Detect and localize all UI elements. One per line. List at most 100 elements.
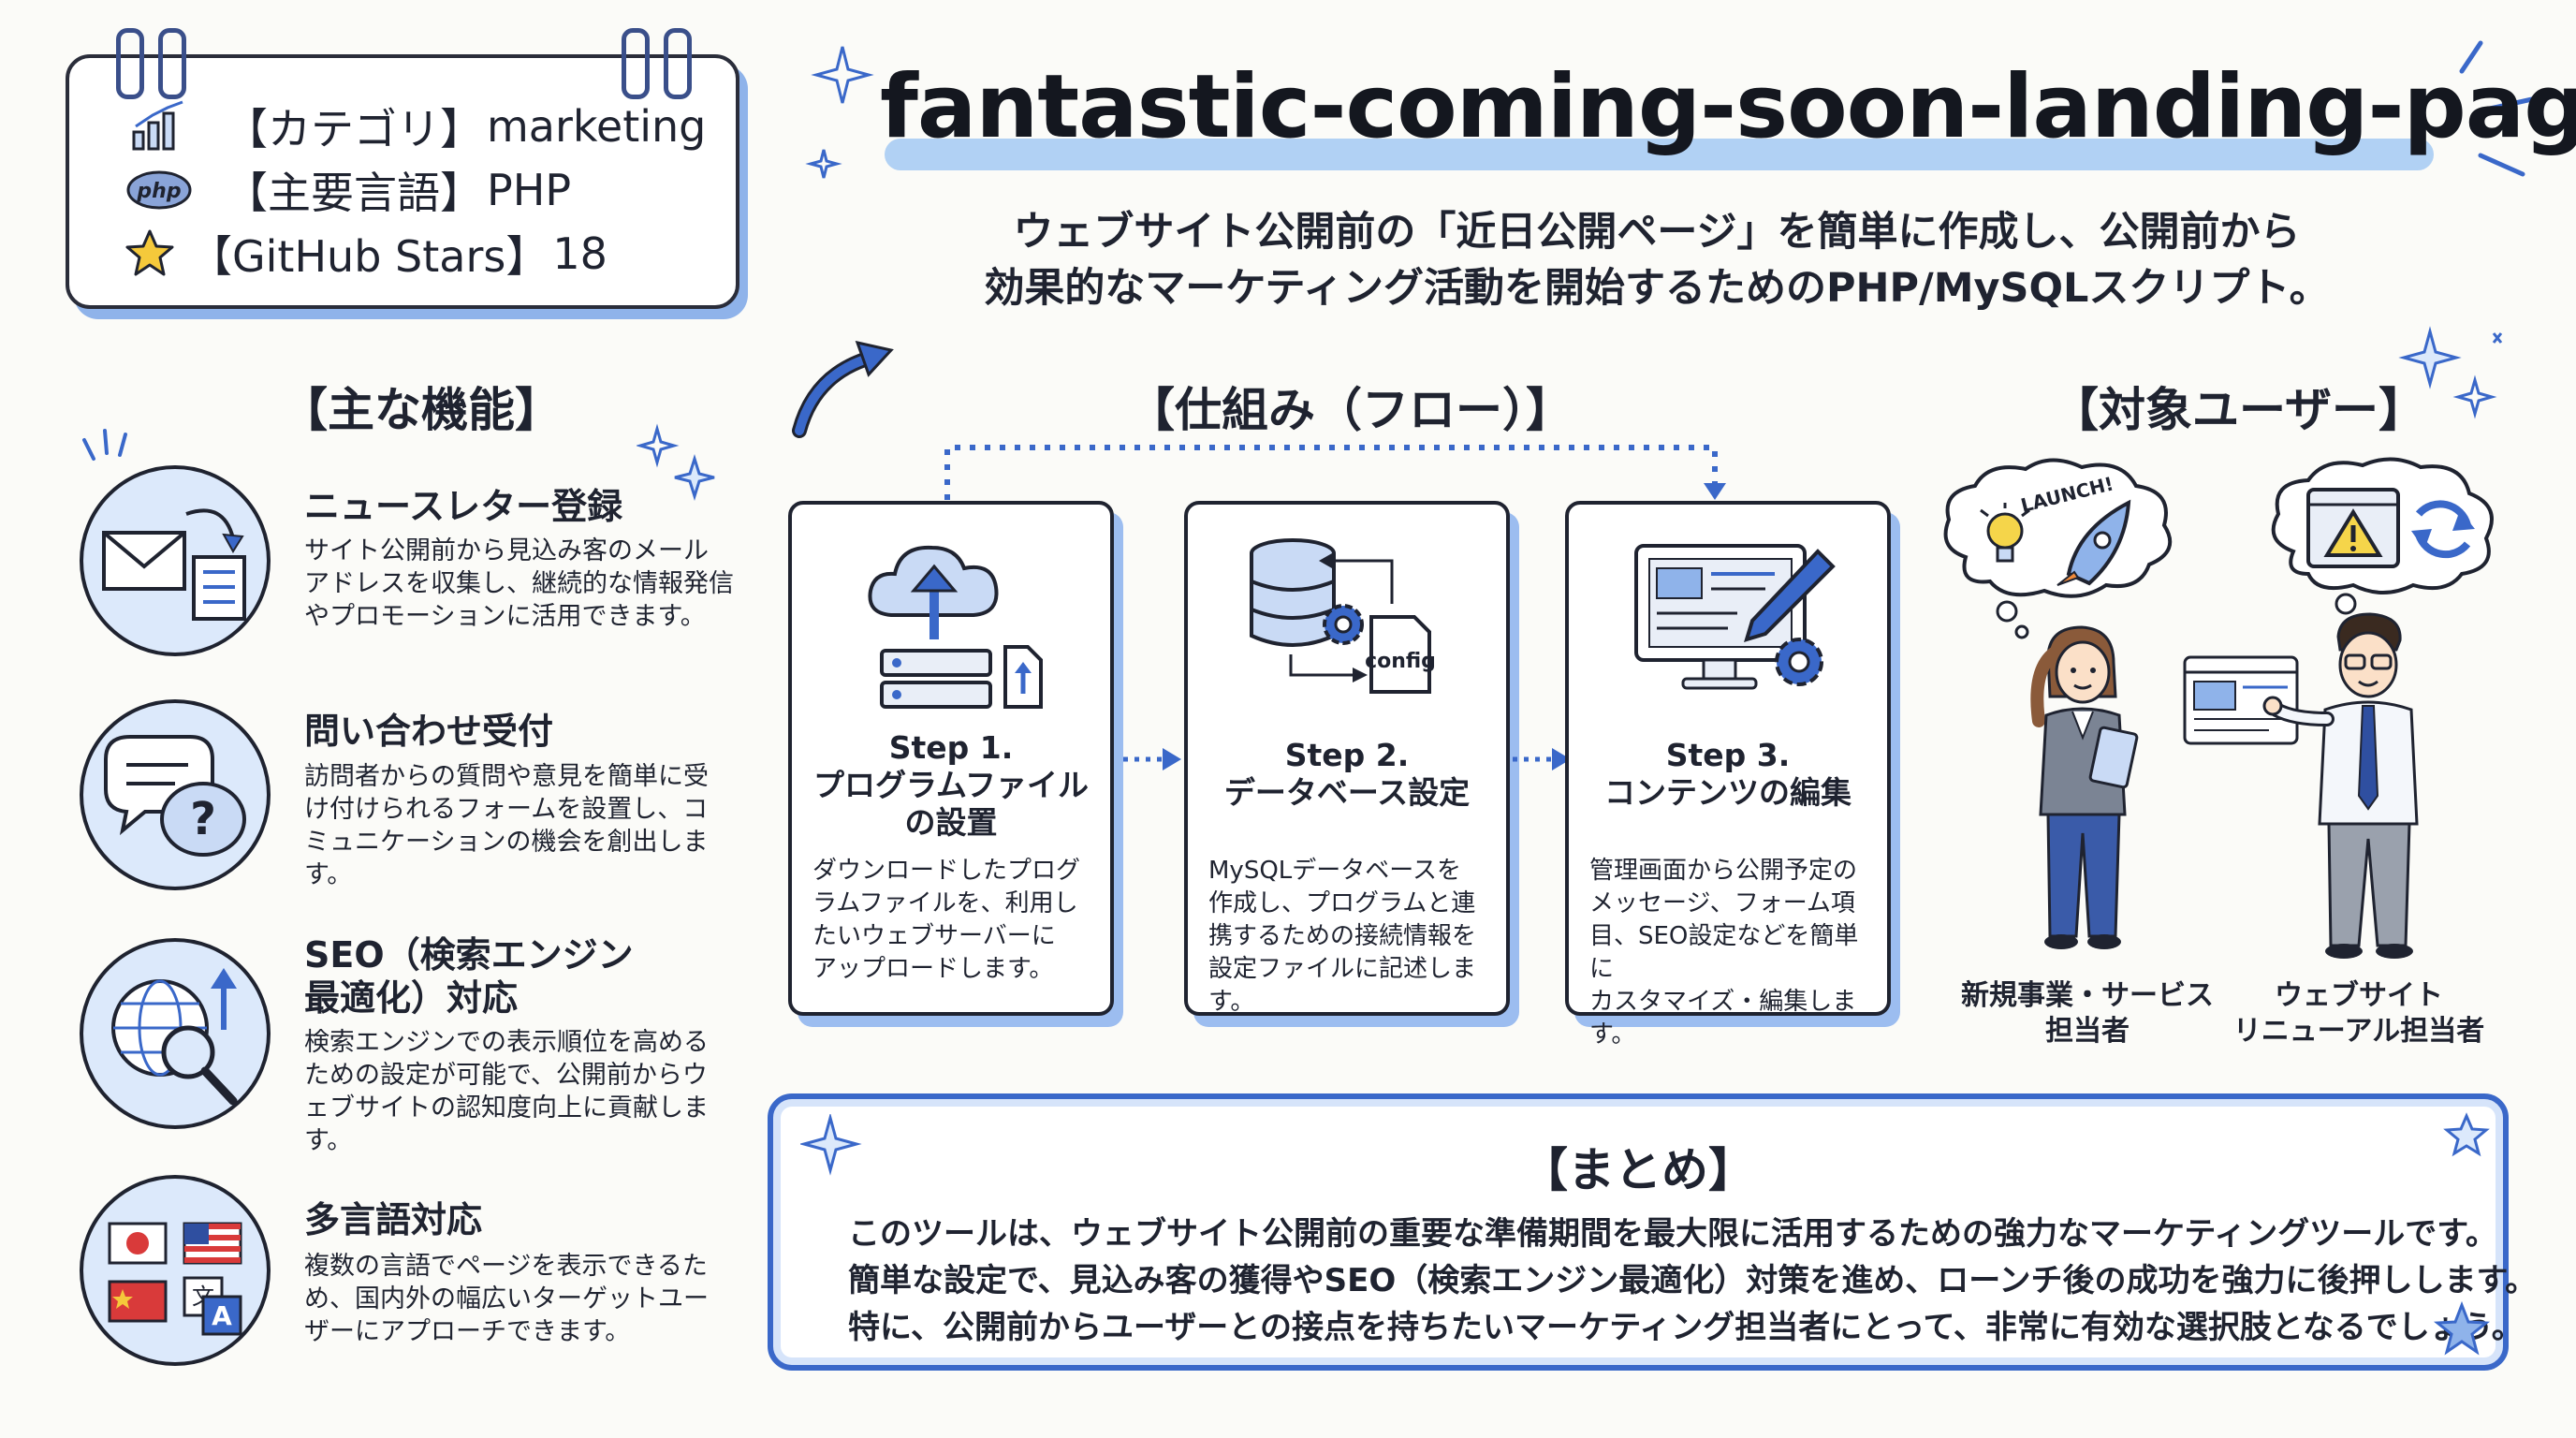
- step-title-line: コンテンツの編集: [1604, 774, 1852, 811]
- step-title-line: Step 3.: [1665, 737, 1791, 773]
- accent-lines-icon: [82, 429, 127, 461]
- sparkle-icon: [2443, 1112, 2490, 1157]
- language-value: PHP: [487, 165, 572, 215]
- bar-chart-icon: [125, 98, 193, 154]
- sparkle-icon: [805, 46, 874, 179]
- feature-desc-line: け付けられるフォームを設置し、コ: [304, 795, 709, 824]
- feature-desc-line: ための設定が可能で、公開前からウ: [304, 1061, 708, 1090]
- newsletter-feature-circle: [80, 465, 271, 656]
- binder-ring: [622, 28, 650, 99]
- mail-form-icon: [102, 508, 246, 621]
- binder-ring: [116, 28, 144, 99]
- feature-desc-line: 複数の言語でページを表示できるた: [304, 1252, 708, 1281]
- stars-label: 【GitHub Stars】: [189, 231, 549, 282]
- sparkle-icon: [2398, 326, 2503, 419]
- step-title-line: Step 2.: [1284, 737, 1410, 773]
- feature-desc-line: す。: [304, 1126, 353, 1155]
- step-title-line: の設置: [904, 804, 998, 841]
- cloud-upload-server-icon: [868, 545, 1043, 709]
- browser-window-icon: [2183, 655, 2299, 745]
- step-desc-line: 携するための接続情報を: [1208, 922, 1477, 950]
- feature-desc-line: ミュニケーションの機会を創出しま: [304, 828, 709, 857]
- step-desc-line: MySQLデータベースを: [1208, 857, 1461, 885]
- launch-thought-bubble: LAUNCH!: [1943, 458, 2173, 639]
- user-label-site-renewal: ウェブサイト リニューアル担当者: [2218, 978, 2499, 1049]
- feature-title-line: 問い合わせ受付: [304, 711, 554, 752]
- summary-line: 特に、公開前からユーザーとの接点を持ちたいマーケティング担当者にとって、非常に有…: [848, 1309, 2524, 1346]
- flow-arrow-icon: [1513, 748, 1571, 770]
- star-icon: [116, 226, 183, 282]
- contact-feature-title: 問い合わせ受付: [304, 710, 553, 753]
- business-woman-illustration: [2030, 625, 2139, 949]
- step-2-card: config Step 2. データベース設定 MySQLデータベースを 作成し…: [1184, 501, 1510, 1016]
- feature-desc-line: ェブサイトの認知度向上に貢献しま: [304, 1093, 709, 1123]
- config-label: config: [1365, 650, 1436, 673]
- feature-title-line: ニュースレター登録: [304, 486, 623, 527]
- binder-ring: [158, 28, 186, 99]
- category-label: 【カテゴリ】: [225, 104, 483, 154]
- step-2-desc: MySQLデータベースを 作成し、プログラムと連 携するための接続情報を 設定フ…: [1208, 855, 1499, 1019]
- step-desc-line: ダウンロードしたプログ: [812, 857, 1081, 885]
- sparkle-icon: [2434, 1301, 2490, 1356]
- newsletter-feature-title: ニュースレター登録: [304, 485, 622, 528]
- feature-desc-line: アドレスを収集し、継続的な情報発信: [304, 569, 734, 598]
- feature-desc-line: 検索エンジンでの表示順位を高める: [304, 1028, 709, 1057]
- step-1-desc: ダウンロードしたプログ ラムファイルを、利用し たいウェブサーバーに アップロー…: [812, 855, 1103, 986]
- stars-value: 18: [552, 228, 607, 279]
- multilang-feature-desc: 複数の言語でページを表示できるた め、国内外の幅広いターゲットユー ザーにアプロ…: [304, 1250, 735, 1348]
- business-man-illustration: [2183, 612, 2419, 959]
- feature-desc-line: サイト公開前から見込み客のメール: [304, 536, 709, 565]
- step-3-desc: 管理画面から公開予定の メッセージ、フォーム項 目、SEO設定などを簡単に カス…: [1589, 855, 1880, 1051]
- loop-connector: [944, 445, 1726, 500]
- svg-text:?: ?: [190, 793, 216, 845]
- step-desc-line: カスタマイズ・編集します。: [1589, 988, 1857, 1049]
- summary-line: 簡単な設定で、見込み客の獲得やSEO（検索エンジン最適化）対策を進め、ローンチ後…: [848, 1262, 2538, 1299]
- flow-arrow-icon: [1123, 748, 1181, 770]
- page-subtitle: ウェブサイト公開前の「近日公開ページ」を簡単に作成し、公開前から 効果的なマーケ…: [842, 204, 2471, 316]
- seo-feature-circle: [80, 938, 271, 1129]
- title-highlight: [885, 139, 2434, 170]
- step-title-line: データベース設定: [1223, 774, 1471, 811]
- step-1-title: Step 1. プログラムファイル の設置: [792, 729, 1110, 842]
- feature-title-line: 多言語対応: [304, 1199, 483, 1240]
- stars-row: 【GitHub Stars】 18: [116, 223, 607, 285]
- step-title-line: Step 1.: [888, 729, 1014, 766]
- newsletter-feature-desc: サイト公開前から見込み客のメール アドレスを収集し、継続的な情報発信 やプロモー…: [304, 535, 735, 633]
- chat-question-icon: ?: [104, 735, 246, 857]
- feature-desc-line: す。: [304, 860, 353, 889]
- warning-thought-bubble: [2271, 457, 2494, 632]
- flow-heading: 【仕組み（フロー）】: [1128, 383, 1573, 437]
- contact-feature-desc: 訪問者からの質問や意見を簡単に受 け付けられるフォームを設置し、コ ミュニケーシ…: [304, 760, 735, 891]
- step-desc-line: ラムファイルを、利用し: [812, 889, 1078, 917]
- step-desc-line: 設定ファイルに記述します。: [1208, 955, 1477, 1016]
- feature-desc-line: 訪問者からの質問や意見を簡単に受: [304, 762, 709, 791]
- php-logo-icon: php: [125, 162, 193, 218]
- subtitle-line: ウェブサイト公開前の「近日公開ページ」を簡単に作成し、公開前から: [1013, 209, 2301, 256]
- multilang-feature-circle: 文 A: [80, 1175, 271, 1366]
- step-2-title: Step 2. データベース設定: [1188, 737, 1506, 812]
- page-title: fantastic-coming-soon-landing-page: [880, 56, 2576, 158]
- php-logo-text: php: [136, 180, 181, 203]
- user-label-new-business: 新規事業・サービス 担当者: [1947, 978, 2228, 1049]
- user-label-line: 担当者: [2045, 1015, 2130, 1048]
- summary-box: 【まとめ】 このツールは、ウェブサイト公開前の重要な準備期間を最大限に活用するた…: [768, 1093, 2537, 1371]
- repo-info-card: 【カテゴリ】 marketing php 【主要言語】 PHP 【GitHub …: [66, 28, 739, 309]
- category-value: marketing: [487, 101, 707, 152]
- language-row: php 【主要言語】 PHP: [125, 159, 571, 221]
- monitor-edit-icon: [1634, 544, 1836, 690]
- svg-text:A: A: [212, 1300, 232, 1331]
- target-heading: 【対象ユーザー】: [2052, 383, 2425, 437]
- summary-line: このツールは、ウェブサイト公開前の重要な準備期間を最大限に活用するための強力なマ…: [848, 1215, 2497, 1253]
- multilang-feature-title: 多言語対応: [304, 1198, 482, 1241]
- sparkle-icon: [637, 423, 715, 502]
- lightbulb-icon: [1986, 512, 2024, 550]
- feature-title-line: 最適化）対応: [304, 977, 519, 1019]
- feature-title-line: SEO（検索エンジン: [304, 934, 634, 976]
- flags-translate-icon: 文 A: [108, 1222, 242, 1336]
- feature-desc-line: め、国内外の幅広いターゲットユー: [304, 1284, 709, 1313]
- step-desc-line: たいウェブサーバーに: [812, 922, 1056, 950]
- feature-desc-line: ザーにアプローチできます。: [304, 1317, 631, 1346]
- step-3-title: Step 3. コンテンツの編集: [1569, 737, 1887, 812]
- curved-arrow-icon: [792, 340, 894, 438]
- step-desc-line: 作成し、プログラムと連: [1208, 889, 1476, 917]
